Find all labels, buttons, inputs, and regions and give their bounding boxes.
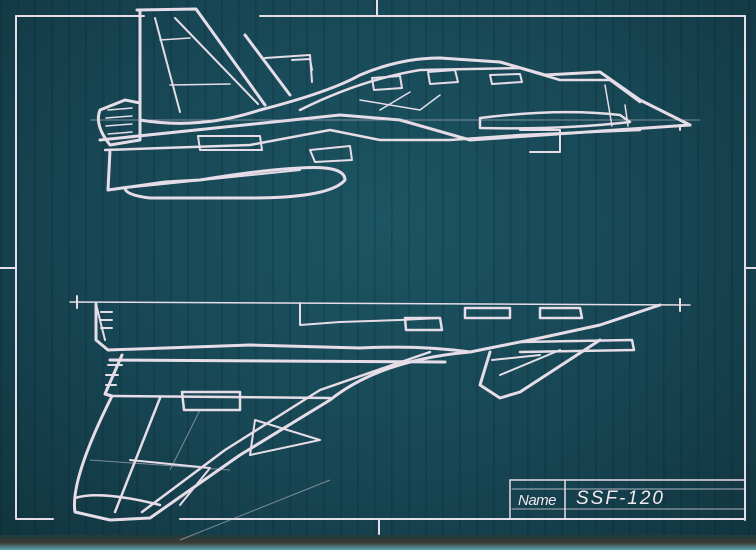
title-block-name-label: Name xyxy=(517,491,557,509)
title-block-name-value: SSF-120 xyxy=(576,488,665,509)
drawing-frame xyxy=(0,0,756,535)
sheet-edge xyxy=(0,535,756,550)
top-view xyxy=(69,295,691,541)
side-view xyxy=(90,7,700,200)
title-block-frame xyxy=(509,479,746,520)
